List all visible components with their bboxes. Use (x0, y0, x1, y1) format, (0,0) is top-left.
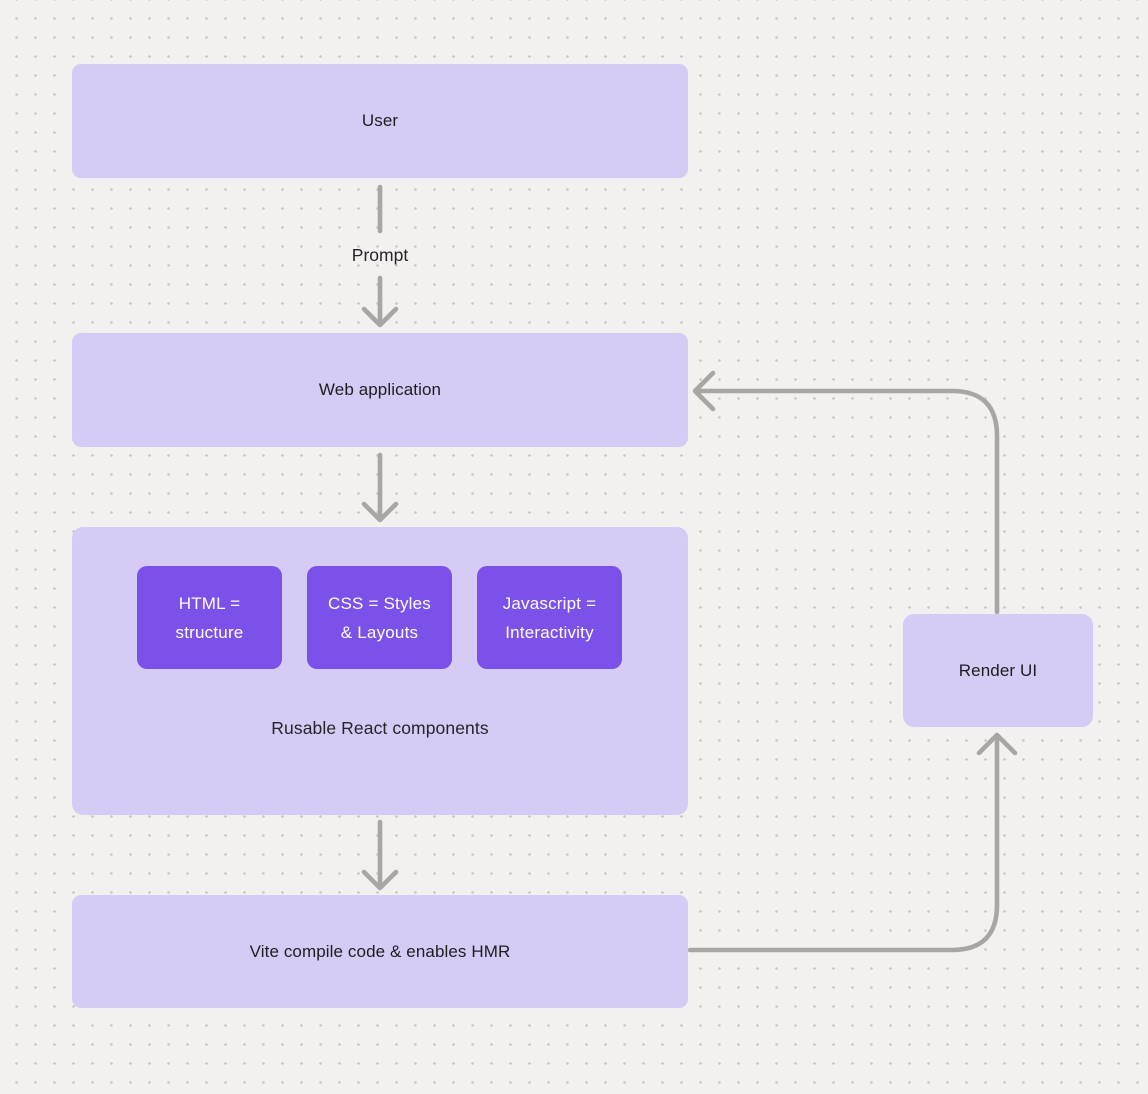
arrow-renderui-to-webapp[interactable] (696, 388, 1000, 615)
arrowhead-up-renderui-icon (976, 732, 1018, 756)
node-web-application-label: Web application (318, 380, 442, 399)
arrowhead-left-webapp-icon (692, 370, 716, 412)
component-box-html-line1: HTML = (178, 593, 241, 613)
node-web-application[interactable]: Web application (72, 333, 688, 447)
component-box-css[interactable]: CSS = Styles & Layouts (307, 566, 452, 669)
component-box-html[interactable]: HTML = structure (137, 566, 282, 669)
component-box-css-line1: CSS = Styles (327, 593, 432, 613)
component-box-html-line2: structure (175, 622, 244, 642)
node-vite-label: Vite compile code & enables HMR (249, 941, 511, 961)
node-components-group[interactable]: HTML = structure CSS = Styles & Layouts … (72, 527, 688, 815)
node-render-ui-label: Render UI (958, 660, 1038, 680)
arrow-vite-to-renderui[interactable] (687, 736, 1000, 953)
node-user-label: User (361, 111, 399, 130)
edge-label-prompt-text: Prompt (351, 245, 409, 265)
arrowhead-down-webapp-icon (361, 306, 399, 328)
arrowhead-down-components-icon (361, 501, 399, 523)
component-box-javascript[interactable]: Javascript = Interactivity (477, 566, 622, 669)
component-box-javascript-line1: Javascript = (502, 593, 597, 613)
node-user[interactable]: User (72, 64, 688, 178)
component-box-css-line2: & Layouts (340, 622, 419, 642)
component-box-javascript-line2: Interactivity (505, 622, 594, 642)
arrowhead-down-vite-icon (361, 869, 399, 891)
node-vite[interactable]: Vite compile code & enables HMR (72, 895, 688, 1008)
edge-label-prompt[interactable]: Prompt (330, 245, 430, 266)
components-group-caption: Rusable React components (271, 718, 489, 738)
node-render-ui[interactable]: Render UI (903, 614, 1093, 727)
